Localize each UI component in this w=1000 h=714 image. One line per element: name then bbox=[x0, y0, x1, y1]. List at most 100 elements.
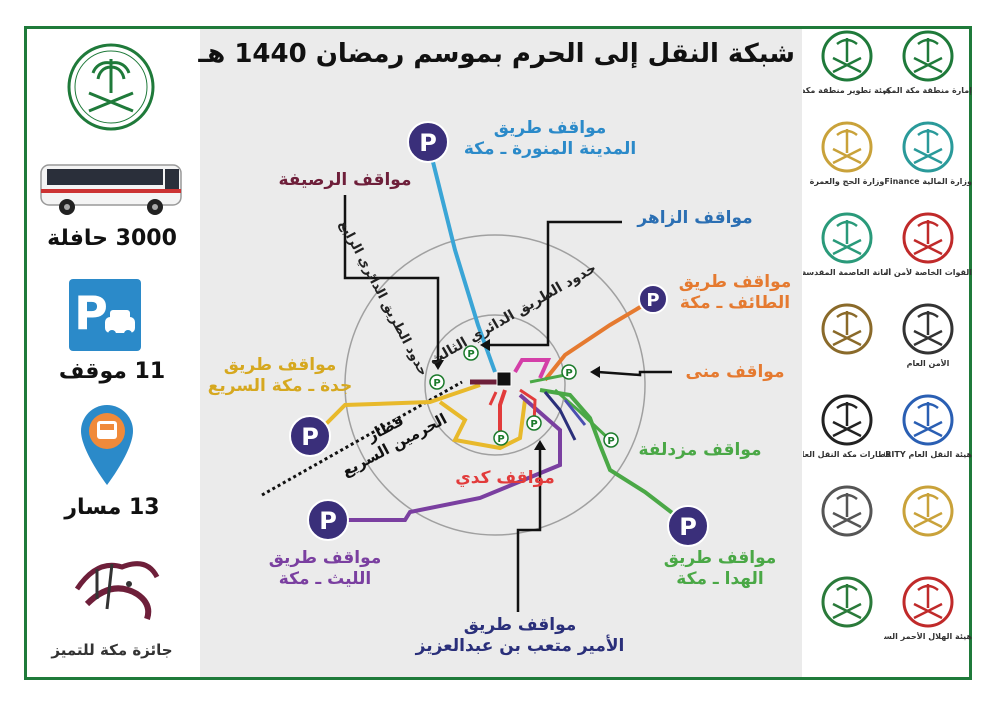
red-crescent-logo: هيئة الهلال الأحمر السعودي bbox=[884, 574, 972, 652]
haram-affairs-logo bbox=[809, 301, 885, 379]
svg-text:P: P bbox=[433, 378, 440, 389]
svg-text:P: P bbox=[74, 286, 108, 340]
route-ameer-2 bbox=[563, 399, 587, 426]
svg-text:P: P bbox=[646, 290, 659, 311]
label-kudai: مواقف كدي bbox=[455, 468, 555, 488]
buses-count: 3000 حافلة bbox=[47, 226, 177, 251]
tourism-logo bbox=[809, 574, 885, 652]
bus-stop-pin-icon bbox=[81, 405, 133, 485]
route-mina bbox=[529, 373, 566, 384]
label-muzdalifah: مواقف مزدلفة bbox=[638, 440, 762, 460]
route-kudai bbox=[498, 389, 507, 440]
svg-text:P: P bbox=[319, 507, 337, 535]
small-parking-markers: P P P P P P bbox=[429, 345, 619, 448]
route-laith bbox=[330, 393, 562, 522]
hajj-logo: وزارة الحج والعمرة bbox=[809, 119, 885, 197]
label-rusaifa: مواقف الرصيفة bbox=[278, 170, 412, 190]
red-crescent-logo-caption: هيئة الهلال الأحمر السعودي bbox=[884, 632, 972, 641]
emirate-logo-mark bbox=[902, 30, 954, 82]
route-muzdalifah bbox=[554, 388, 612, 442]
holy-capital-logo-caption: أمانة العاصمة المقدسة bbox=[803, 268, 891, 277]
parkings-count: 11 موقف bbox=[58, 359, 166, 384]
red-crescent-logo-mark bbox=[902, 576, 954, 628]
route-zaher-pink bbox=[513, 358, 552, 379]
committee-emblem bbox=[67, 43, 155, 131]
emirate-logo-caption: إمارة منطقة مكة المكرمة bbox=[884, 86, 972, 95]
label-mina: مواقف منى bbox=[685, 362, 785, 382]
road-security-logo-caption: القوات الخاصة لأمن الطرق bbox=[884, 268, 972, 277]
hajj-logo-mark bbox=[821, 121, 873, 173]
development-authority-logo-mark bbox=[821, 30, 873, 82]
finance-logo-mark bbox=[902, 121, 954, 173]
parking-jeddah: P bbox=[289, 415, 331, 457]
mmrt-logo-caption: قطارات مكة النقل العام MAKKAH MASS RAIL … bbox=[803, 450, 891, 459]
logo-round-2-mark bbox=[821, 485, 873, 537]
left-stats-column: 3000 حافلة P 11 موقف 13 مسار جائزة مكة ل… bbox=[27, 29, 197, 677]
award-caption: جائزة مكة للتميز bbox=[51, 641, 173, 659]
development-authority-logo-caption: هيئة تطوير منطقة مكة المكرمة bbox=[803, 86, 891, 95]
award-logo bbox=[74, 561, 160, 620]
mmrt-logo-mark bbox=[821, 394, 873, 446]
holy-capital-logo: أمانة العاصمة المقدسة bbox=[803, 210, 891, 288]
arrow-rusaifa bbox=[343, 195, 440, 362]
haram-affairs-logo-mark bbox=[821, 303, 873, 355]
map-panel bbox=[200, 29, 802, 677]
public-security-logo-mark bbox=[902, 303, 954, 355]
ring3-label: حدود الطريق الدائري الثالث bbox=[427, 260, 600, 370]
parking-sign-icon: P bbox=[69, 279, 141, 351]
label-madinah: مواقف طريق المدينة المنورة ـ مكة bbox=[463, 118, 637, 160]
route-ameer bbox=[543, 391, 577, 441]
mmrt-logo: قطارات مكة النقل العام MAKKAH MASS RAIL … bbox=[803, 392, 891, 470]
route-rusaifa-red bbox=[488, 391, 498, 406]
route-jeddah bbox=[313, 383, 481, 437]
svg-text:P: P bbox=[679, 513, 697, 541]
svg-text:P: P bbox=[530, 419, 537, 430]
haramain-train-line bbox=[261, 380, 463, 497]
tourism-logo-mark bbox=[821, 576, 873, 628]
svg-text:P: P bbox=[467, 349, 474, 360]
development-authority-logo: هيئة تطوير منطقة مكة المكرمة bbox=[803, 28, 891, 106]
finance-logo-caption: وزارة المالية Ministry of Finance bbox=[884, 177, 972, 186]
road-security-logo: القوات الخاصة لأمن الطرق bbox=[884, 210, 972, 288]
public-security-logo-caption: الأمن العام bbox=[906, 359, 950, 368]
parking-madinah: P bbox=[407, 121, 449, 163]
routes-count: 13 مسار bbox=[64, 495, 160, 520]
svg-text:P: P bbox=[607, 436, 614, 447]
kaaba-marker bbox=[496, 371, 512, 387]
svg-text:P: P bbox=[419, 129, 437, 157]
public-security-logo: الأمن العام bbox=[890, 301, 966, 379]
logo-round-1 bbox=[890, 483, 966, 561]
bus-icon bbox=[40, 164, 182, 215]
label-taif: مواقف طريق الطائف ـ مكة bbox=[678, 272, 792, 314]
logo-round-1-mark bbox=[902, 485, 954, 537]
hajj-logo-caption: وزارة الحج والعمرة bbox=[809, 177, 885, 186]
route-hada bbox=[539, 388, 690, 527]
label-zaher: مواقف الزاهر bbox=[637, 208, 753, 228]
label-ameer: مواقف طريق الأمير متعب بن عبدالعزيز bbox=[415, 615, 625, 657]
pta-logo: هيئة النقل العام PUBLIC TRANSPORT AUTHOR… bbox=[884, 392, 972, 470]
map-title: شبكة النقل إلى الحرم بموسم رمضان 1440 هـ bbox=[198, 39, 795, 69]
arrow-zaher bbox=[488, 220, 622, 347]
label-jeddah: مواقف طريق جدة ـ مكة السريع bbox=[207, 355, 353, 397]
parking-laith: P bbox=[307, 499, 349, 541]
logo-round-2 bbox=[809, 483, 885, 561]
arrow-ameer bbox=[516, 448, 542, 612]
route-taif bbox=[543, 298, 654, 382]
parking-taif: P bbox=[638, 284, 668, 314]
label-hada: مواقف طريق الهدا ـ مكة bbox=[663, 548, 777, 590]
svg-text:P: P bbox=[565, 368, 572, 379]
finance-logo: وزارة المالية Ministry of Finance bbox=[884, 119, 972, 197]
route-jeddah-branch bbox=[438, 399, 527, 451]
holy-capital-logo-mark bbox=[821, 212, 873, 264]
pta-logo-caption: هيئة النقل العام PUBLIC TRANSPORT AUTHOR… bbox=[884, 450, 972, 459]
ring-road-4 bbox=[344, 234, 646, 536]
svg-text:P: P bbox=[301, 423, 319, 451]
parking-hada: P bbox=[667, 505, 709, 547]
ring-road-3 bbox=[424, 314, 566, 456]
road-security-logo-mark bbox=[902, 212, 954, 264]
svg-text:P: P bbox=[497, 434, 504, 445]
arrow-mina bbox=[597, 370, 672, 377]
emirate-logo: إمارة منطقة مكة المكرمة bbox=[884, 28, 972, 106]
pta-logo-mark bbox=[902, 394, 954, 446]
